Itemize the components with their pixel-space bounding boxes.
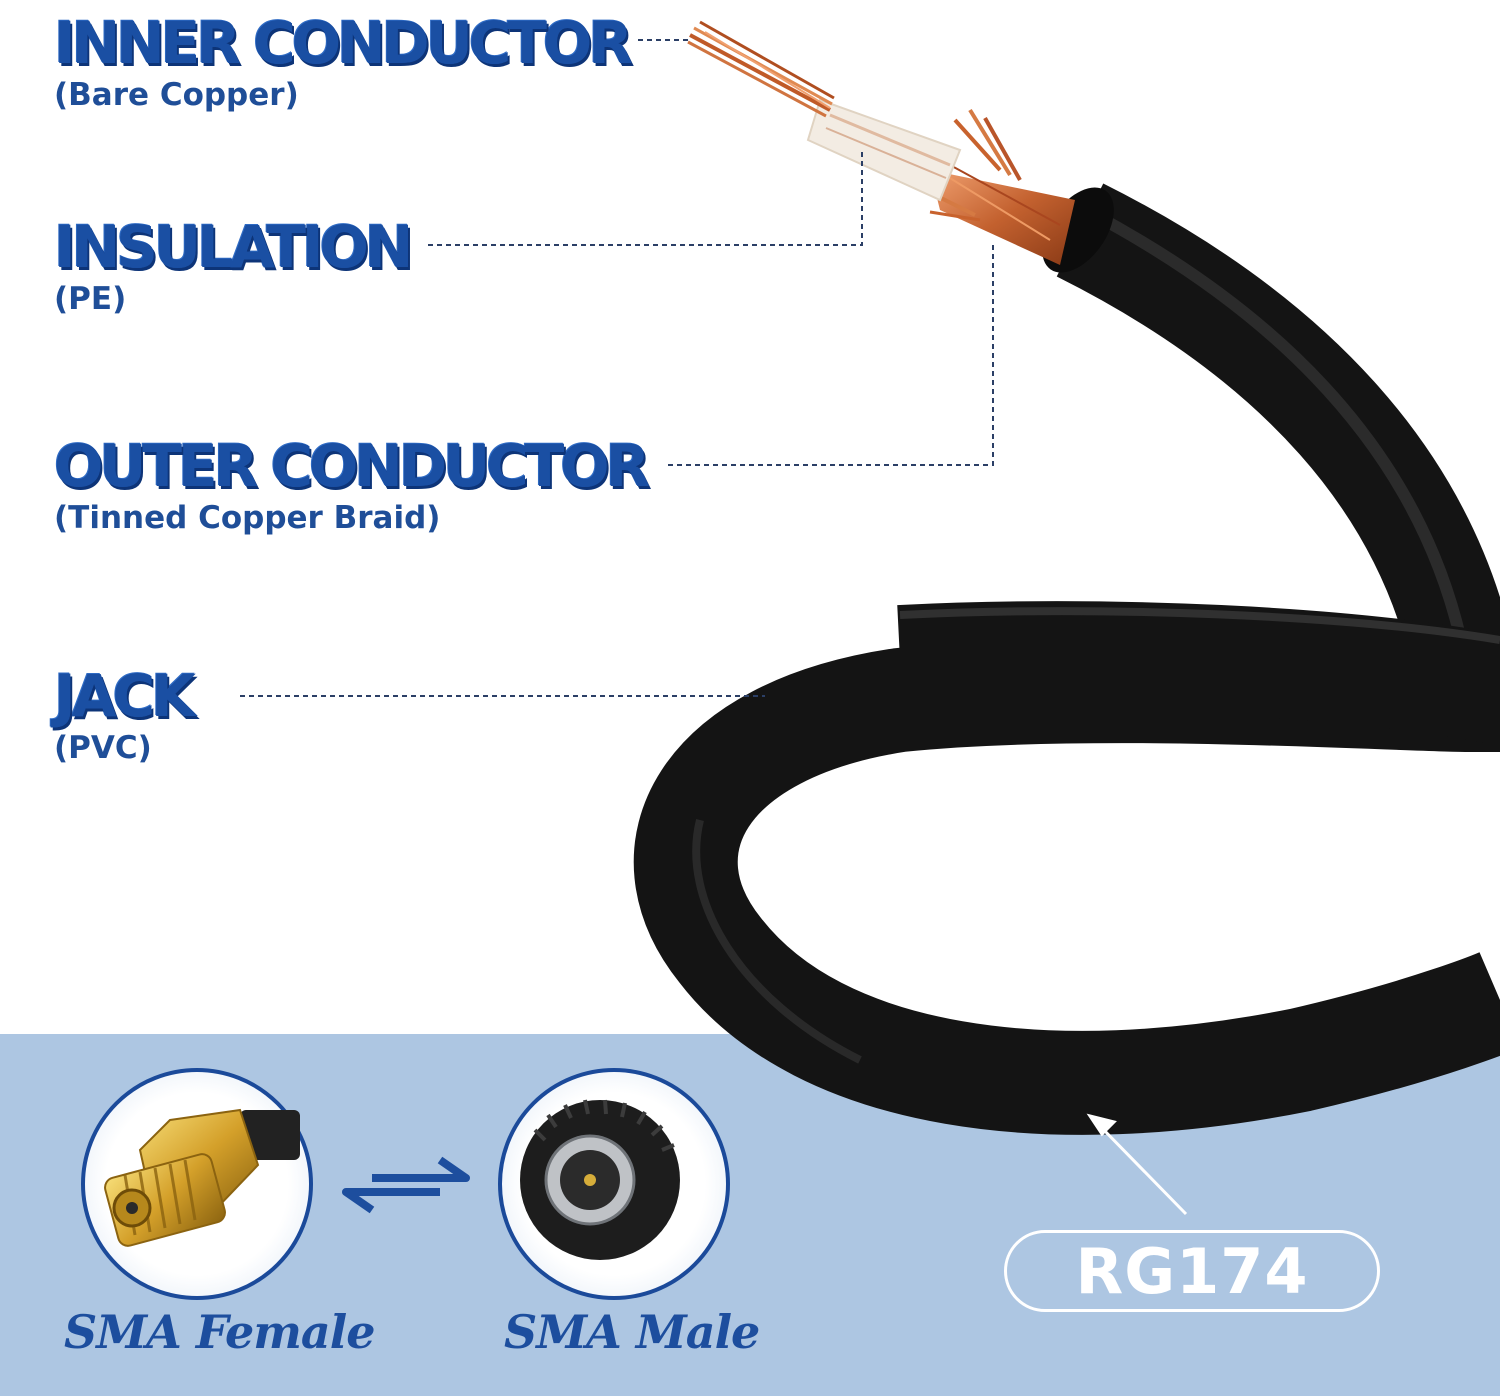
jack-title: JACK — [53, 662, 198, 730]
sma-male-caption: SMA Male — [504, 1305, 760, 1359]
label-jack: JACK (PVC) — [53, 662, 198, 766]
inner-conductor-subtitle: (Bare Copper) — [54, 77, 299, 113]
inner-conductor-title: INNER CONDUCTOR — [53, 9, 635, 77]
swap-arrows-icon — [342, 1156, 470, 1214]
cable-type-label: RG174 — [1075, 1234, 1309, 1308]
insulation-title: INSULATION — [52, 213, 414, 281]
sma-female-image — [81, 1068, 313, 1300]
outer-conductor-subtitle: (Tinned Copper Braid) — [54, 500, 441, 536]
outer-conductor-title: OUTER CONDUCTOR — [52, 432, 651, 500]
rg174-pointer — [1086, 1113, 1188, 1216]
jack-subtitle: (PVC) — [54, 730, 152, 766]
sma-female-caption: SMA Female — [64, 1305, 375, 1359]
leader-insulation — [428, 150, 863, 246]
label-inner-conductor: INNER CONDUCTOR (Bare Copper) — [53, 9, 635, 113]
insulation-subtitle: (PE) — [54, 281, 127, 317]
label-outer-conductor: OUTER CONDUCTOR (Tinned Copper Braid) — [52, 432, 651, 536]
leader-lines — [240, 39, 994, 697]
cable-jacket-highlight — [1089, 209, 1476, 696]
leader-outer-conductor — [668, 245, 994, 466]
label-insulation: INSULATION (PE) — [52, 213, 414, 317]
sma-male-image — [498, 1068, 730, 1300]
insulation-tube — [806, 98, 962, 202]
braid-strands — [929, 108, 1075, 265]
inner-conductor-strands — [687, 20, 835, 118]
cable-type-badge: RG174 — [1004, 1230, 1380, 1312]
